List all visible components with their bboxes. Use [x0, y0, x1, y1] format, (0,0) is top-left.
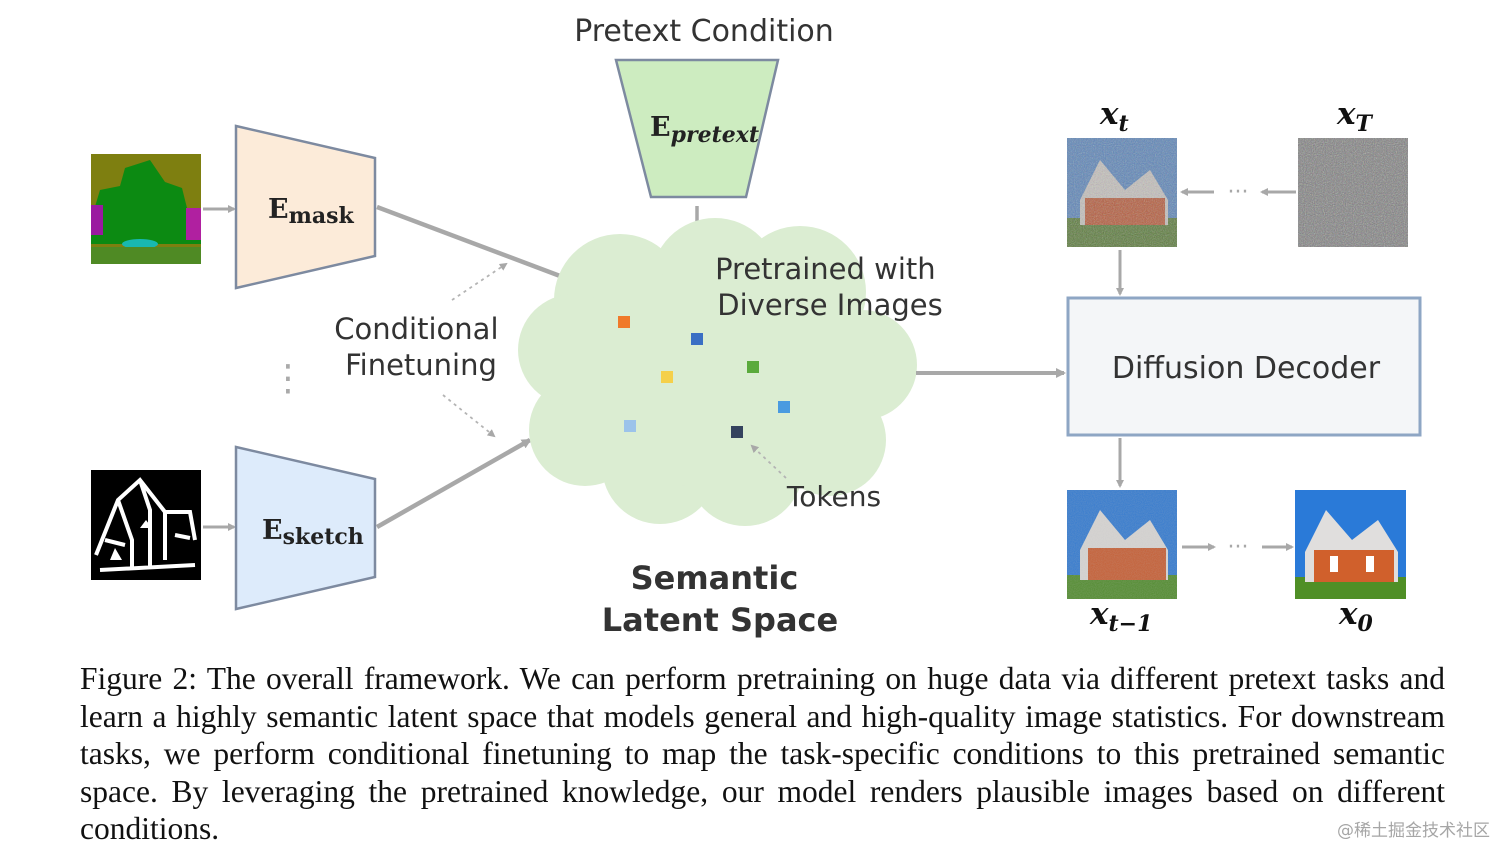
- x-0-symbol: x: [1338, 596, 1358, 632]
- x-0-subscript: 0: [1357, 611, 1373, 637]
- sketch-encoder: Esketch: [234, 445, 377, 611]
- x-T-noise-image: [1298, 138, 1408, 247]
- mask-encoder: Emask: [234, 124, 377, 290]
- pretext-encoder-subscript: pretext: [671, 122, 759, 148]
- mask-encoder-subscript: mask: [289, 203, 355, 229]
- watermark: @稀土掘金技术社区: [1337, 821, 1490, 841]
- pretext-encoder: Epretext: [614, 58, 780, 199]
- token-3: [661, 371, 673, 383]
- svg-text:xT: xT: [1336, 96, 1373, 137]
- token-7: [731, 426, 743, 438]
- mask-encoder-symbol: E: [268, 194, 289, 225]
- pretrained-with-line2: Diverse Images: [717, 288, 942, 322]
- semantic-latent-space-line2: Latent Space: [602, 601, 838, 639]
- tokens-pointer-arrow: [750, 444, 787, 479]
- bottom-sampling-ellipsis: ···: [1228, 535, 1249, 560]
- x-T-subscript: T: [1355, 111, 1373, 137]
- pretext-condition-label: Pretext Condition: [574, 14, 834, 49]
- svg-text:x0: x0: [1338, 596, 1373, 637]
- semantic-latent-cloud: [518, 218, 917, 526]
- svg-text:Esketch: Esketch: [262, 515, 364, 550]
- tokens-label: Tokens: [786, 480, 881, 513]
- framework-diagram: Pretext Condition Epretext Emask Esketch: [91, 14, 1422, 639]
- sketch-encoder-subscript: sketch: [283, 524, 364, 550]
- top-sampling-ellipsis: ···: [1228, 180, 1249, 205]
- diffusion-decoder-label: Diffusion Decoder: [1112, 351, 1381, 386]
- token-4: [747, 361, 759, 373]
- token-5: [778, 401, 790, 413]
- semantic-latent-space-line1: Semantic: [631, 559, 799, 597]
- svg-text:Emask: Emask: [268, 194, 355, 229]
- token-2: [691, 333, 703, 345]
- x-t-minus-1-subscript: t−1: [1108, 611, 1152, 637]
- mask-condition-image: [91, 154, 201, 264]
- svg-text:xt: xt: [1099, 96, 1129, 137]
- svg-text:Epretext: Epretext: [650, 112, 759, 148]
- svg-text:Semantic Latent Space: Semantic Latent Space: [602, 559, 838, 639]
- pretrained-with-line1: Pretrained with: [715, 252, 936, 286]
- sketch-encoder-to-latent-arrow: [375, 438, 532, 529]
- diffusion-decoder: Diffusion Decoder: [1066, 296, 1422, 437]
- encoder-ellipsis: ⋮: [270, 358, 306, 399]
- svg-text:Pretrained with Diverse Im: Pretrained with Diverse Images: [715, 252, 945, 322]
- svg-text:xt−1: xt−1: [1089, 596, 1152, 637]
- pretext-encoder-symbol: E: [650, 112, 671, 143]
- mask-encoder-to-latent-arrow: [376, 204, 570, 282]
- latent-tokens: [618, 316, 790, 438]
- x-0-image: [1295, 490, 1406, 599]
- x-t-minus-1-image: [1067, 490, 1177, 599]
- conditional-finetuning-line1: Conditional: [334, 312, 498, 346]
- token-1: [618, 316, 630, 328]
- x-t-symbol: x: [1099, 96, 1119, 132]
- conditional-finetuning-line2: Finetuning: [345, 348, 497, 382]
- svg-text:Conditional Finetuning: Conditional Finetuning: [334, 312, 507, 382]
- sketch-encoder-symbol: E: [262, 515, 283, 546]
- x-t-noisy-image: [1067, 138, 1177, 247]
- finetune-dashed-arrow-up: [451, 262, 508, 301]
- token-6: [624, 420, 636, 432]
- finetune-dashed-arrow-down: [442, 394, 496, 438]
- x-T-symbol: x: [1336, 96, 1356, 132]
- figure-caption: Figure 2: The overall framework. We can …: [80, 661, 1445, 846]
- sketch-condition-image: [91, 470, 201, 580]
- x-t-subscript: t: [1118, 111, 1128, 137]
- x-t-minus-1-symbol: x: [1089, 596, 1109, 632]
